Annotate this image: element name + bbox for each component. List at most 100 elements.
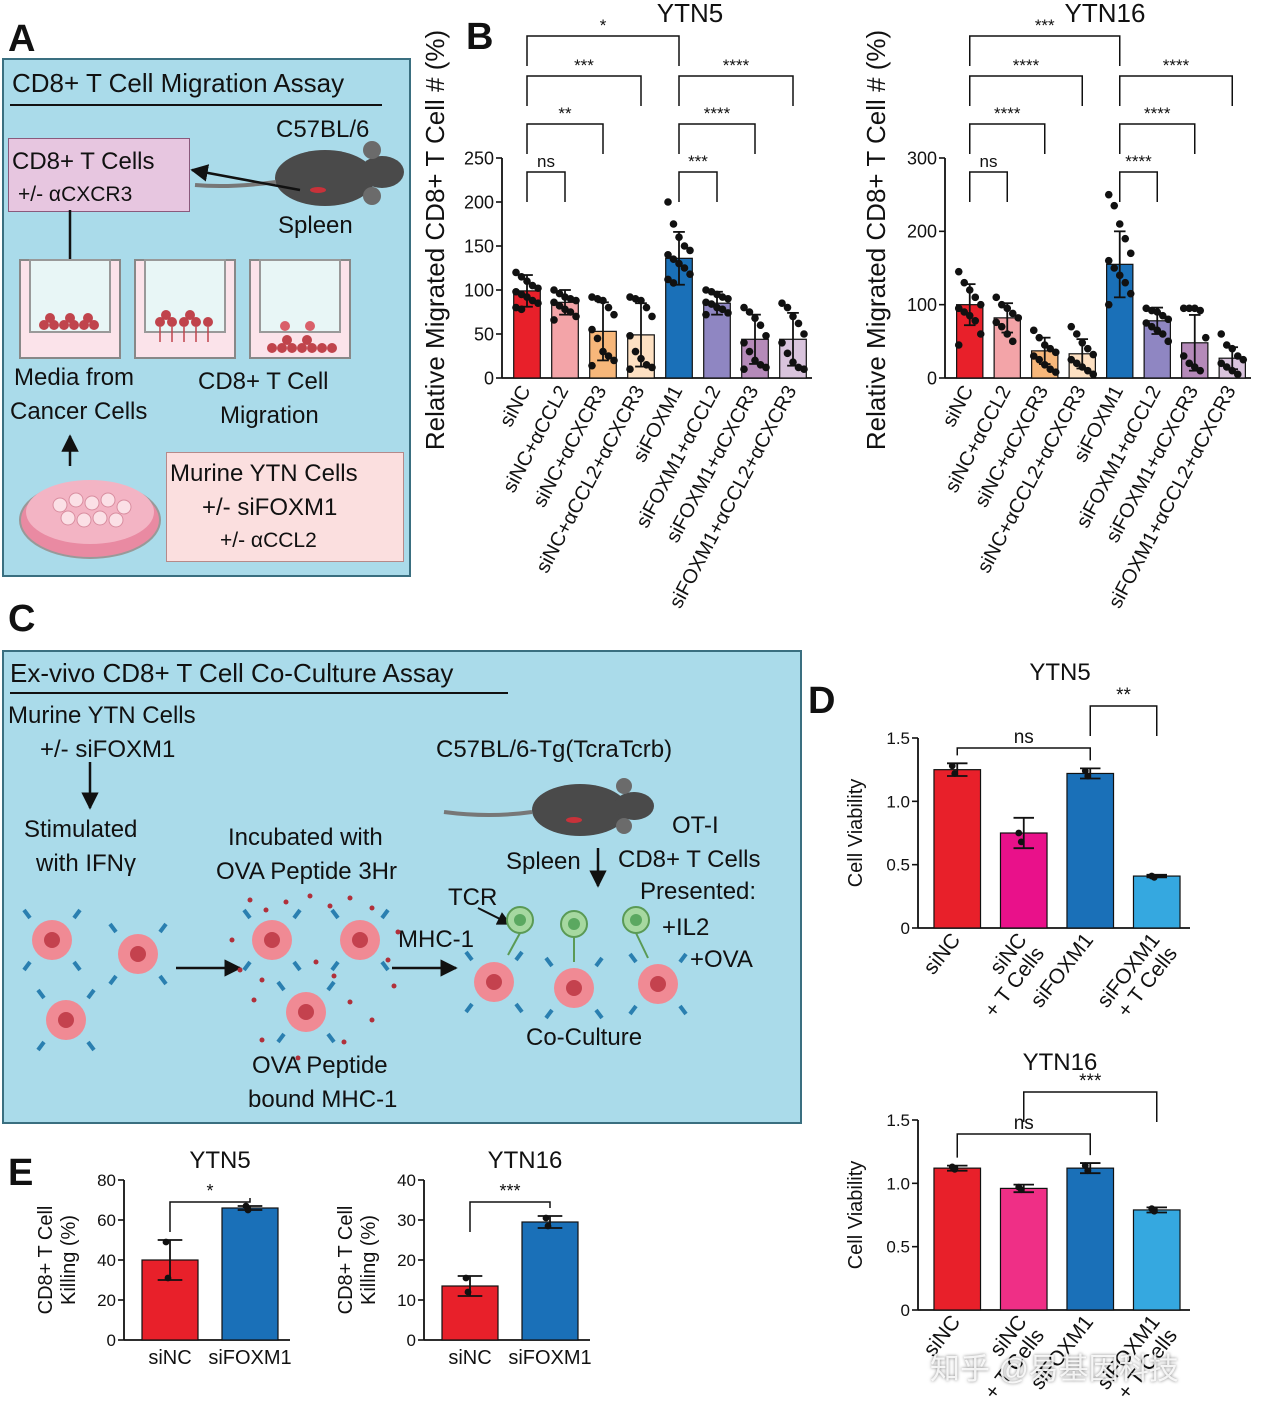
data-point [588, 361, 596, 370]
data-point [1201, 333, 1210, 342]
significance-bracket [678, 75, 794, 106]
data-point [778, 299, 786, 308]
data-point [1190, 363, 1199, 371]
data-point [1126, 289, 1135, 298]
y-tick-label: 1.5 [886, 729, 910, 748]
x-tick-label: siNC+ T Cells [963, 929, 1049, 1022]
data-point [1084, 772, 1092, 780]
data-point [1015, 829, 1023, 837]
y-tick-label: 1.0 [886, 792, 910, 811]
data-point [542, 1214, 550, 1222]
data-point [512, 268, 520, 277]
y-tick-label: 40 [397, 1171, 416, 1190]
x-tick-label: siFOXM1 [508, 1347, 591, 1369]
data-point [1029, 326, 1038, 335]
data-point [1228, 344, 1237, 353]
data-point [1081, 1162, 1089, 1169]
data-point [1008, 309, 1017, 318]
y-tick-label: 0.5 [886, 1238, 910, 1257]
panel-c-title: Ex-vivo CD8+ T Cell Co-Culture Assay [10, 658, 454, 688]
significance-bracket [956, 1133, 1091, 1158]
x-tick-label: siNC [938, 382, 978, 431]
data-point [1217, 330, 1226, 338]
data-point [555, 302, 564, 310]
cancer-cell-icon [32, 920, 72, 960]
panel-label-c: C [8, 598, 36, 640]
data-point [588, 325, 596, 334]
significance-label: *** [574, 56, 594, 75]
cancer-cell-icon [286, 992, 326, 1032]
bar-3 [1132, 1209, 1181, 1311]
data-point [686, 246, 694, 255]
panel-label-a: A [8, 18, 36, 60]
significance-label: *** [1079, 1071, 1102, 1092]
x-tick-label: siFOXM1+ T Cells [1093, 929, 1182, 1026]
y-axis-label: Cell Viability [845, 779, 867, 888]
y-tick-label: 50 [474, 324, 494, 344]
y-axis-label: CD8+ T CellKilling (%) [35, 1206, 80, 1315]
data-point [1153, 308, 1162, 316]
coculture-label: Co-Culture [526, 1024, 643, 1051]
data-point [951, 1166, 959, 1173]
data-point [1153, 326, 1162, 335]
significance-label: * [600, 16, 607, 35]
y-tick-label: 300 [907, 148, 937, 168]
data-point [164, 1274, 172, 1282]
data-point [610, 310, 618, 319]
ova-label: +OVA [690, 946, 753, 973]
data-point [1104, 300, 1113, 309]
significance-label: ns [1014, 1113, 1034, 1134]
data-point [783, 349, 792, 358]
y-tick-label: 100 [464, 280, 494, 300]
data-point [1084, 1167, 1092, 1175]
y-axis-label: Relative Migrated CD8+ T Cell # (%) [420, 30, 450, 450]
significance-label: ns [980, 152, 998, 171]
data-point [762, 331, 770, 340]
data-point [1164, 315, 1173, 324]
data-point [1078, 363, 1087, 371]
data-point [756, 321, 765, 330]
cancer-cell-icon [252, 920, 292, 960]
data-point [1126, 249, 1135, 258]
data-point [1089, 370, 1098, 379]
panel-label-e: E [8, 1152, 34, 1194]
significance-bracket [678, 171, 718, 202]
data-point [664, 275, 672, 284]
data-point [1150, 873, 1158, 881]
data-point [1035, 333, 1044, 342]
data-point [555, 289, 564, 298]
significance-bracket [969, 123, 1046, 154]
x-tick-label-line: siNC [496, 382, 536, 431]
chart-title: YTN16 [488, 1147, 563, 1174]
data-point [686, 270, 694, 278]
significance-label: *** [1035, 16, 1055, 35]
data-point [523, 293, 531, 301]
petri-dish-icon [19, 480, 161, 559]
data-point [778, 339, 786, 347]
data-point [965, 311, 974, 320]
ot1-cells-label: CD8+ T Cells [618, 846, 761, 873]
bar-2 [1066, 1167, 1115, 1311]
cancer-cell-icon [46, 1000, 86, 1040]
data-point [954, 267, 963, 276]
y-tick-label: 1.5 [886, 1111, 910, 1130]
data-point [1035, 355, 1044, 364]
data-point [1164, 337, 1173, 346]
data-point [745, 347, 754, 356]
chart-title: YTN5 [189, 1147, 250, 1174]
ova-bound-label-2: bound MHC-1 [248, 1086, 398, 1113]
data-point [740, 365, 748, 374]
data-point [599, 347, 607, 356]
ova-peptide-dots [229, 893, 401, 1061]
y-tick-label: 20 [97, 1291, 116, 1310]
data-point [1081, 767, 1089, 775]
presented-label: Presented: [640, 878, 757, 905]
significance-bracket [169, 1198, 251, 1232]
data-point [244, 1206, 252, 1214]
data-point [1196, 366, 1205, 375]
panel-c-title-rule [10, 692, 508, 694]
media-label-1: Media from [14, 364, 135, 391]
panel-label-d: D [808, 680, 836, 722]
significance-label: ns [537, 152, 555, 171]
